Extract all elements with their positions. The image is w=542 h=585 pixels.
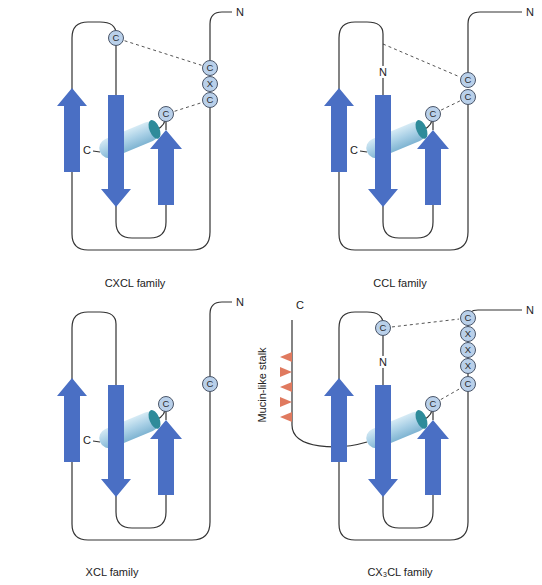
- disulfide-bond: [441, 101, 460, 110]
- terminus-label: C: [82, 144, 92, 156]
- cysteine-circle: C: [425, 396, 441, 412]
- residue-letter: C: [380, 323, 387, 333]
- family-name: XCL family: [85, 566, 140, 578]
- cysteine-circle: C: [158, 396, 174, 412]
- residue-letter: C: [465, 379, 472, 389]
- terminus-label: N: [378, 66, 388, 78]
- cysteine-circle: C: [460, 72, 476, 88]
- residue-letter: C: [465, 313, 472, 323]
- disulfide-bond: [392, 319, 459, 327]
- cysteine-circle: C: [202, 92, 218, 108]
- residue-letter: C: [163, 109, 170, 119]
- terminus-label: C: [349, 144, 359, 156]
- residue-letter: C: [163, 399, 170, 409]
- cysteine-circle: X: [202, 76, 218, 92]
- cysteine-circle: X: [460, 342, 476, 358]
- cysteine-circle: C: [425, 106, 441, 122]
- disulfide-bond: [441, 388, 460, 399]
- cysteine-circle: C: [460, 376, 476, 392]
- stalk-label: Mucin-like stalk: [256, 346, 268, 423]
- cysteine-circle: X: [460, 358, 476, 374]
- cysteine-circle: X: [460, 326, 476, 342]
- terminus-label: N: [378, 356, 388, 368]
- terminus-label: C: [82, 434, 92, 446]
- cysteine-circle: C: [158, 106, 174, 122]
- family-name: CXCL family: [104, 277, 167, 289]
- disulfide-bond: [125, 41, 202, 66]
- terminus-label: N: [525, 304, 535, 316]
- residue-letter: C: [207, 63, 214, 73]
- cysteine-circle: C: [375, 320, 391, 336]
- cysteine-circle: C: [202, 376, 218, 392]
- residue-letter: C: [430, 399, 437, 409]
- terminus-label: C: [295, 299, 305, 311]
- residue-letter: C: [207, 379, 214, 389]
- cysteine-circle: C: [460, 89, 476, 105]
- cysteine-circle: C: [202, 60, 218, 76]
- residue-letter: C: [430, 109, 437, 119]
- residue-letter: X: [465, 345, 471, 355]
- residue-letter: X: [465, 361, 471, 371]
- residue-letter: C: [465, 92, 472, 102]
- residue-letter: C: [207, 95, 214, 105]
- terminus-label: N: [235, 6, 245, 18]
- terminus-label: N: [525, 6, 535, 18]
- residue-letter: X: [207, 79, 213, 89]
- residue-letter: X: [465, 329, 471, 339]
- disulfide-bond: [175, 103, 202, 112]
- residue-letter: C: [113, 33, 120, 43]
- terminus-label: N: [235, 296, 245, 308]
- cysteine-circle: C: [460, 310, 476, 326]
- cysteine-circle: C: [108, 30, 124, 46]
- family-name: CCL family: [372, 277, 427, 289]
- residue-letter: C: [465, 75, 472, 85]
- family-name: CX₃CL family: [366, 566, 433, 578]
